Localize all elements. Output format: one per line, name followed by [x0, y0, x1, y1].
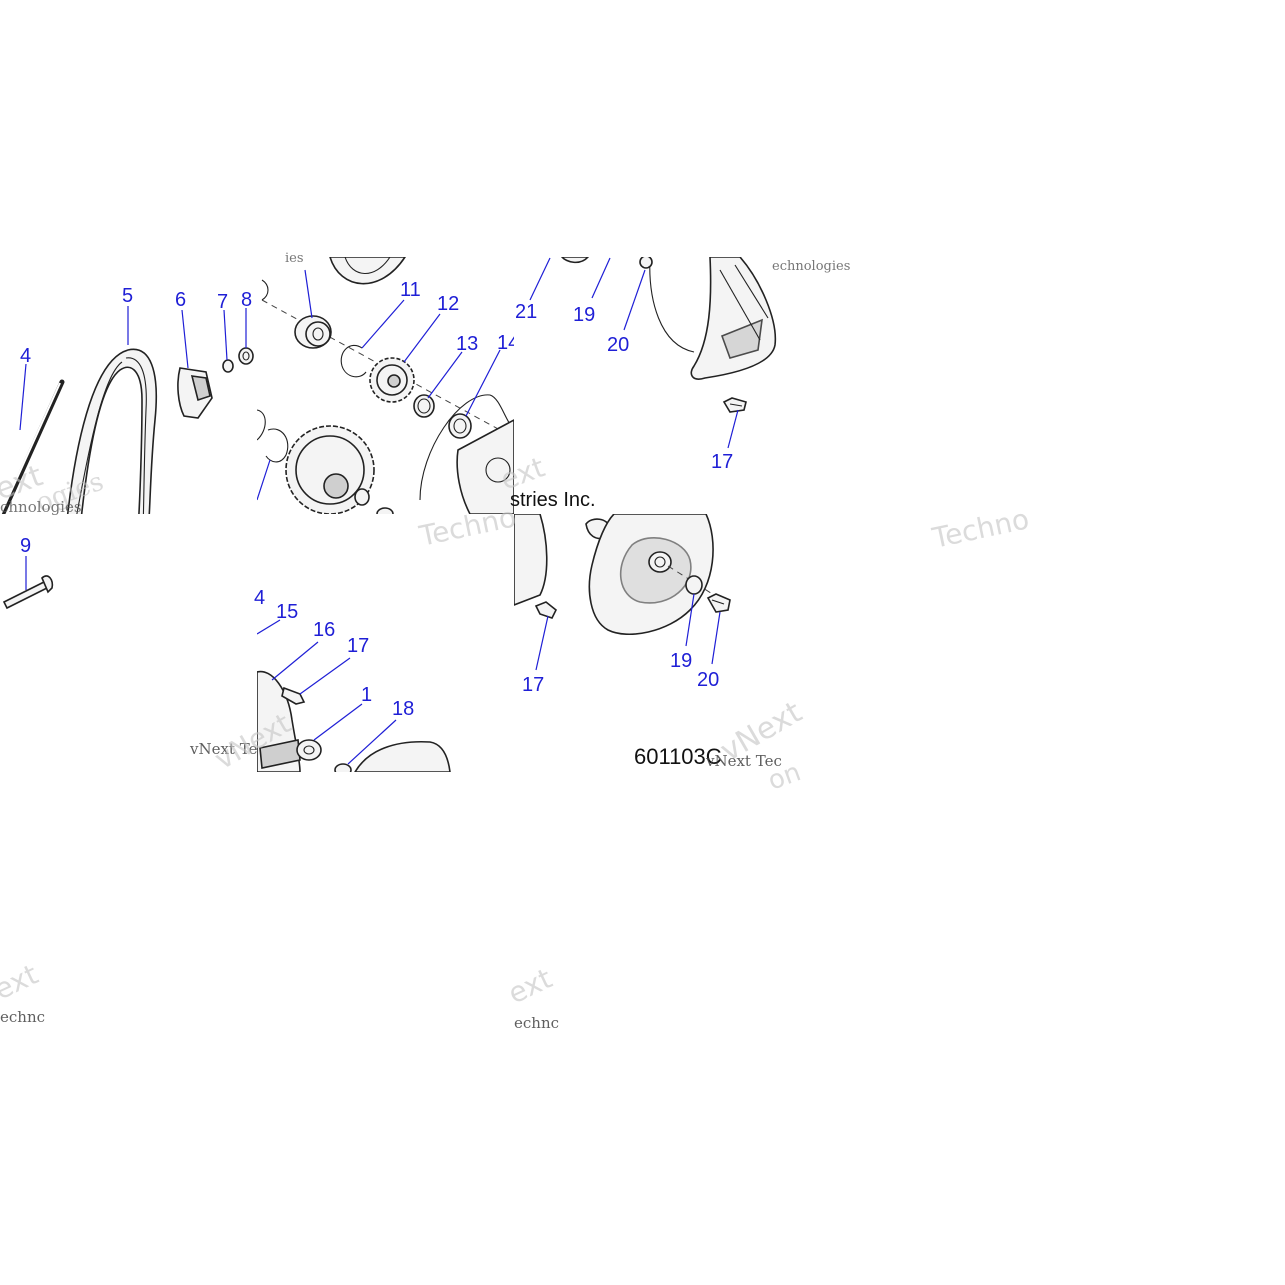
- watermark-text: ext: [503, 962, 557, 1011]
- bolt-part: [534, 601, 558, 619]
- large-gear-part: [285, 425, 375, 514]
- pin-part: [2, 575, 54, 610]
- drawing-number: 601103C: [634, 744, 722, 769]
- tile-drive-pulley: 4 15 16 17 1 18: [254, 587, 451, 772]
- watermark-text: echnologies: [772, 259, 850, 274]
- callout-label: 17: [711, 451, 733, 473]
- callout-label: 1: [361, 684, 372, 706]
- watermark-text: chnologies: [0, 498, 82, 516]
- callout-label: 17: [347, 635, 369, 657]
- callout-label: 6: [175, 289, 186, 311]
- bolt-part: [706, 593, 731, 613]
- watermark-text: ies: [285, 251, 304, 266]
- callout-label: 20: [607, 334, 629, 356]
- circlip-part: [340, 344, 367, 378]
- watermark-text: Techno: [929, 502, 1032, 555]
- tile-gear-train: 10 11 12 13 14: [257, 257, 519, 514]
- washer-part: [685, 575, 703, 595]
- callout-label: 9: [20, 535, 31, 557]
- spacer-ring-part: [413, 394, 435, 418]
- spacer-part: [296, 739, 322, 761]
- driven-sheave-part: [588, 514, 714, 636]
- tile-drive-belt: 4 5 6 7 8: [0, 285, 254, 514]
- watermark-text: echnc: [514, 1014, 559, 1032]
- watermark-text: vNext Tec: [705, 752, 782, 770]
- gear-part: [369, 357, 415, 403]
- seal-part: [448, 413, 472, 439]
- callout-label: 13: [456, 333, 478, 355]
- callout-label: 16: [313, 619, 335, 641]
- rod-part: [0, 379, 65, 514]
- callout-label: 17: [522, 674, 544, 696]
- callout-label: 15: [276, 601, 298, 623]
- bolt-part: [722, 397, 747, 413]
- callout-label: 19: [573, 304, 595, 326]
- callout-label: 7: [217, 291, 228, 313]
- copyright-text: stries Inc.: [510, 489, 596, 511]
- callout-label: 4: [254, 587, 265, 609]
- bearing-part: [294, 315, 332, 349]
- callout-label: 11: [400, 279, 421, 301]
- callout-label: 19: [670, 650, 692, 672]
- tile-pin: 9: [2, 535, 54, 610]
- callout-label: 8: [241, 289, 252, 311]
- watermark-text: ext: [0, 958, 43, 1007]
- callout-label: 21: [515, 301, 537, 323]
- washer-part: [222, 359, 234, 373]
- tile-driven-sheave: 17 19 20 stries Inc. 601103C: [510, 489, 731, 769]
- watermark-layer: ext ogies chnologies ies echnologies ext…: [0, 251, 1032, 1032]
- belt-part: [66, 348, 158, 514]
- clutch-cover-part: [690, 257, 777, 380]
- nut-part: [238, 347, 254, 365]
- callout-label: 20: [697, 669, 719, 691]
- tile-cover: 21 19 20 17: [515, 257, 777, 473]
- watermark-text: vNext Te: [189, 740, 258, 758]
- callout-label: 5: [122, 285, 133, 307]
- callout-label: 4: [20, 345, 31, 367]
- sheave-part: [354, 740, 451, 772]
- callout-label: 18: [392, 698, 414, 720]
- callout-label: 14: [497, 332, 519, 354]
- callout-label: 12: [437, 293, 459, 315]
- watermark-text: echnc: [0, 1008, 45, 1026]
